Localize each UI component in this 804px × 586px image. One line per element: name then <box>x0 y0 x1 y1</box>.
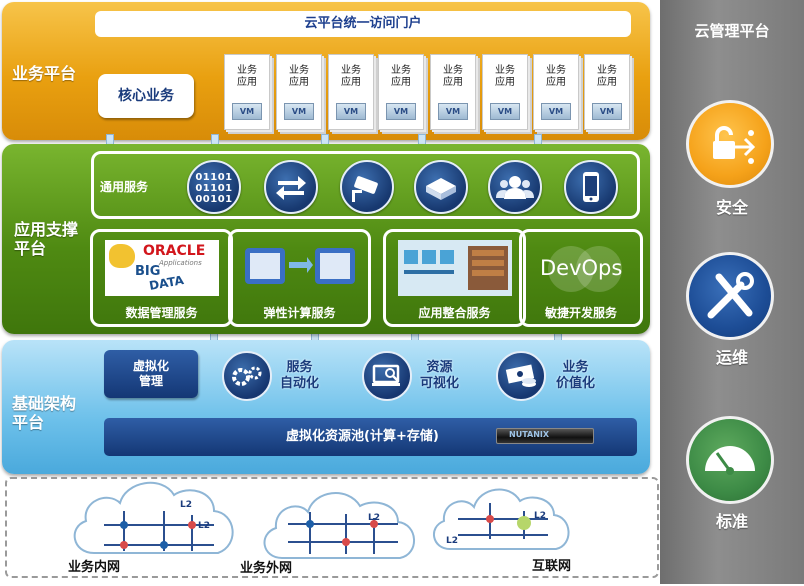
extranet-label: 业务外网 <box>240 561 293 576</box>
business-app-card[interactable]: 业务 应用 VM <box>378 54 424 130</box>
business-platform-title: 业务平台 <box>12 64 77 83</box>
app-integration-label: 应用整合服务 <box>418 306 491 320</box>
cloud-mgmt-title: 云管理平台 <box>694 22 770 40</box>
intranet-cloud-icon[interactable] <box>64 471 264 567</box>
business-app-card[interactable]: 业务 应用 VM <box>430 54 476 130</box>
business-app-card[interactable]: 业务 应用 VM <box>533 54 579 130</box>
elastic-compute-service[interactable]: 弹性计算服务 <box>228 229 371 327</box>
tools-wrench-icon[interactable] <box>686 252 774 340</box>
vm-icon: VM <box>541 103 571 120</box>
vm-icon: VM <box>232 103 262 120</box>
business-app-card[interactable]: 业务 应用 VM <box>224 54 270 130</box>
business-value-label: 业务 价值化 <box>556 360 596 391</box>
elastic-compute-label: 弹性计算服务 <box>263 306 336 320</box>
l2-link-label: L2 <box>180 500 192 510</box>
data-mgmt-label: 数据管理服务 <box>125 306 198 320</box>
service-automation-label: 服务 自动化 <box>280 360 320 391</box>
binary-text: 01101 01101 00101 <box>195 172 233 205</box>
intranet-label: 业务内网 <box>68 560 121 575</box>
hadoop-elephant-icon <box>109 244 135 268</box>
l2-link-label: L2 <box>446 536 458 546</box>
big-text: BIG <box>135 264 161 279</box>
business-app-label: 业务 应用 <box>341 65 361 88</box>
network-area <box>5 477 659 578</box>
business-app-label: 业务 应用 <box>237 65 257 88</box>
core-business-box[interactable]: 核心业务 <box>98 74 194 118</box>
business-app-label: 业务 应用 <box>546 65 566 88</box>
app-support-layer <box>2 144 650 334</box>
business-app-card[interactable]: 业务 应用 VM <box>276 54 322 130</box>
exchange-arrows-icon[interactable] <box>264 160 318 214</box>
data-mgmt-service[interactable]: ORACLE Applications BIG DATA 数据管理服务 <box>90 229 233 327</box>
vm-icon: VM <box>438 103 468 120</box>
common-services-box <box>91 151 640 219</box>
business-app-card[interactable]: 业务 应用 VM <box>482 54 528 130</box>
devops-circle <box>548 246 594 292</box>
business-app-label: 业务 应用 <box>495 65 515 88</box>
devops-circle <box>576 246 622 292</box>
business-app-label: 业务 应用 <box>443 65 463 88</box>
business-app-label: 业务 应用 <box>289 65 309 88</box>
portal-bar[interactable]: 云平台统一访问门户 <box>95 11 631 37</box>
l2-link-label: L2 <box>534 511 546 521</box>
app-integration-image <box>398 240 512 296</box>
internet-label: 互联网 <box>532 559 572 574</box>
binary-data-icon[interactable]: 01101 01101 00101 <box>187 160 241 214</box>
infra-platform-title: 基础架构 平台 <box>12 394 77 432</box>
data-mgmt-image: ORACLE Applications BIG DATA <box>105 240 219 296</box>
vm-icon: VM <box>592 103 622 120</box>
users-group-icon[interactable] <box>488 160 542 214</box>
app-integration-service[interactable]: 应用整合服务 <box>383 229 526 327</box>
vm-icon: VM <box>336 103 366 120</box>
monitor-search-icon[interactable] <box>362 351 412 401</box>
mobile-phone-icon[interactable] <box>564 160 618 214</box>
standards-label: 标准 <box>715 512 748 531</box>
elastic-compute-image <box>243 240 357 296</box>
gears-icon[interactable] <box>222 351 272 401</box>
l2-link-label: L2 <box>198 521 210 531</box>
camera-icon[interactable] <box>340 160 394 214</box>
app-support-title: 应用支撑 平台 <box>14 220 79 258</box>
l2-link-label: L2 <box>368 513 380 523</box>
server-appliance-icon: NUTANIX <box>496 428 594 444</box>
devops-image: DevOps <box>528 240 638 296</box>
business-app-label: 业务 应用 <box>391 65 411 88</box>
internet-cloud-icon[interactable] <box>424 473 584 563</box>
operations-label: 运维 <box>715 348 748 367</box>
resource-visualization-label: 资源 可视化 <box>420 360 460 391</box>
vm-icon: VM <box>284 103 314 120</box>
money-icon[interactable] <box>496 351 546 401</box>
business-app-card[interactable]: 业务 应用 VM <box>584 54 630 130</box>
storage-box-icon[interactable] <box>414 160 468 214</box>
server-brand-text: NUTANIX <box>509 430 550 439</box>
devops-logo-text: DevOps <box>540 256 623 280</box>
business-app-label: 业务 应用 <box>597 65 617 88</box>
business-app-card[interactable]: 业务 应用 VM <box>328 54 374 130</box>
vm-icon: VM <box>490 103 520 120</box>
oracle-logo-text: ORACLE <box>143 243 206 259</box>
applications-text: Applications <box>159 259 202 267</box>
devops-service[interactable]: DevOps 敏捷开发服务 <box>519 229 643 327</box>
devops-label: 敏捷开发服务 <box>544 306 617 320</box>
gauge-icon[interactable] <box>686 416 774 504</box>
common-services-label: 通用服务 <box>100 180 149 194</box>
security-lock-icon[interactable] <box>686 100 774 188</box>
vm-icon: VM <box>386 103 416 120</box>
virtualization-mgmt-box[interactable]: 虚拟化 管理 <box>104 350 198 398</box>
extranet-cloud-icon[interactable] <box>254 478 434 568</box>
security-label: 安全 <box>715 198 748 217</box>
